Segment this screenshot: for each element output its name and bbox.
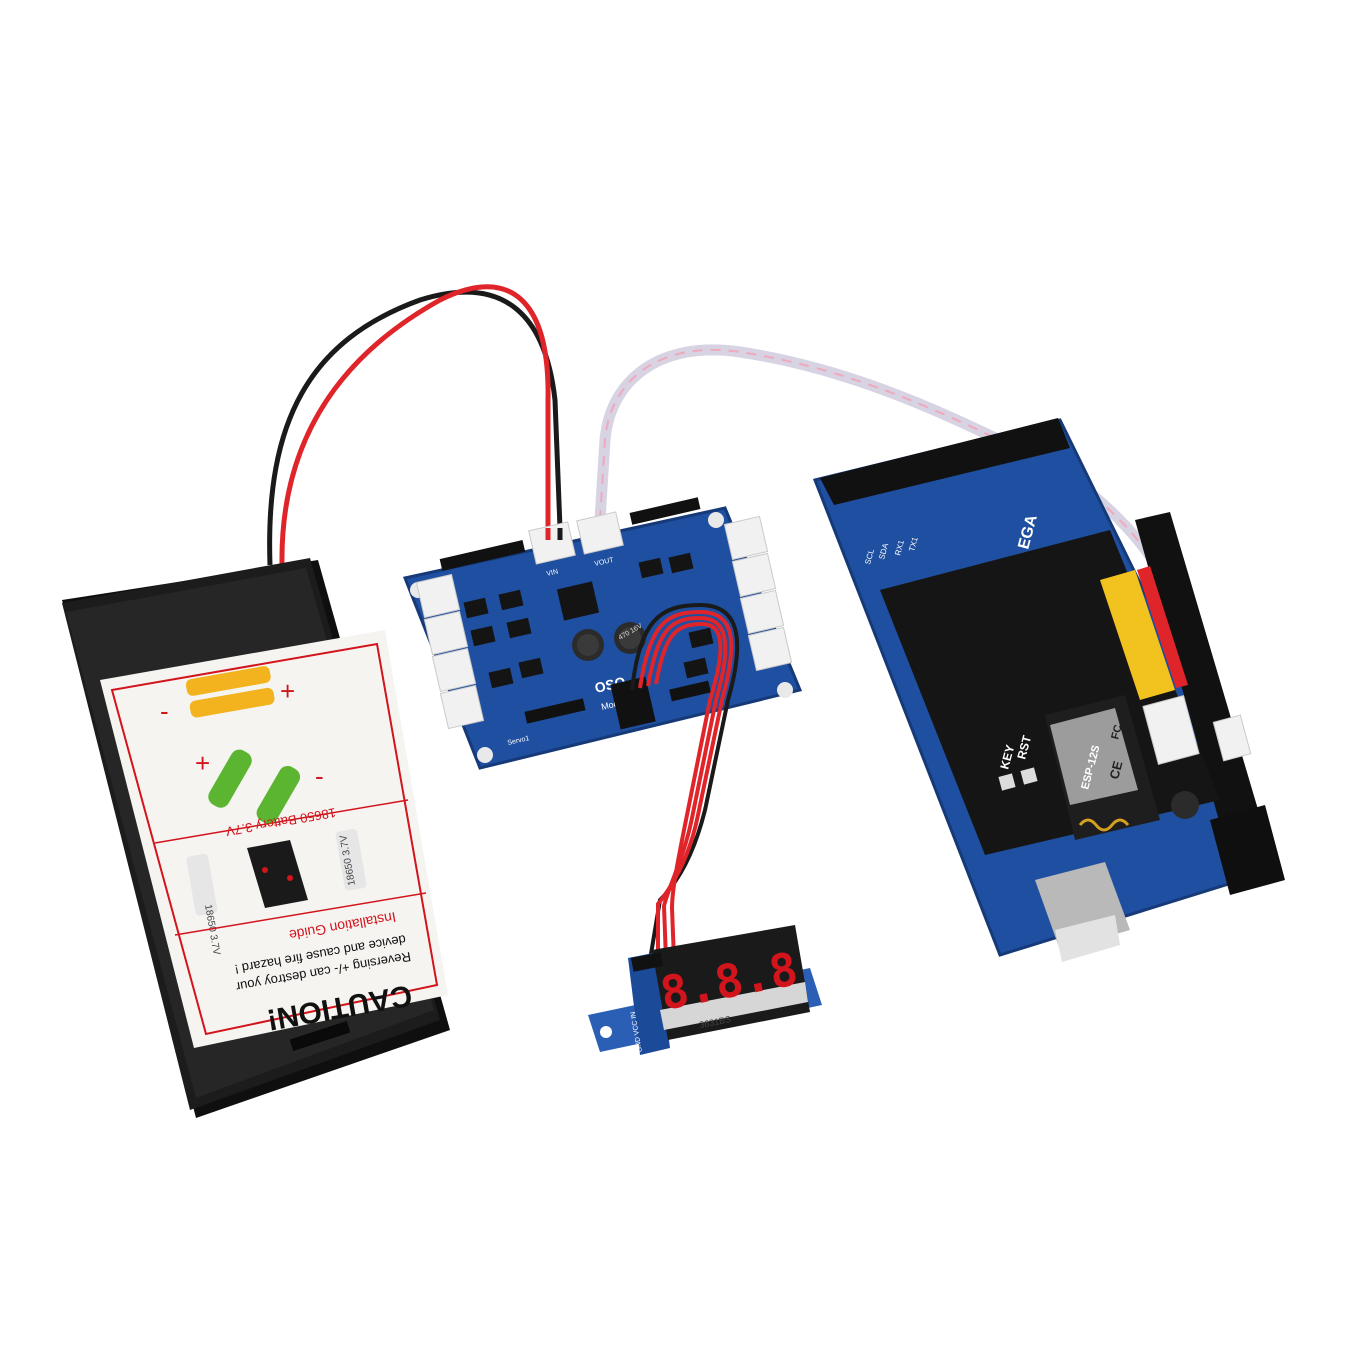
vout-label: VOUT (594, 557, 615, 568)
plus-sign-2: + (195, 748, 210, 778)
minus-sign-2: - (315, 761, 324, 791)
key-label: KEY (997, 743, 1017, 770)
mega-controller-board: ESP-12S CE FC KEY RST EGA SDA SCL RX1 TX… (812, 418, 1285, 962)
voltmeter-module: 8.8.8 3631BS GND VCC IN (588, 925, 822, 1055)
minus-sign: - (160, 696, 169, 726)
servo-driver-board: 470 16V OSO Mode VIN VOUT Servo1 (402, 497, 803, 770)
pin-label-scl: SCL (863, 548, 876, 566)
battery-box: - + + - 18650 Battery 3.7V 18650 3.7V 18… (62, 558, 450, 1118)
fcc-mark: FC (1109, 723, 1124, 740)
board-top-wires (545, 528, 740, 961)
battery-power-wires (267, 284, 563, 566)
pin-label-sda: SDA (877, 542, 890, 561)
pin-label-rx1: RX1 (893, 539, 906, 557)
plus-sign: + (280, 676, 295, 706)
ce-mark: CE (1106, 759, 1125, 781)
rst-label: RST (1014, 733, 1034, 760)
vin-label: VIN (546, 569, 559, 578)
servo-label: Servo1 (507, 735, 530, 747)
pin-label-tx1: TX1 (907, 535, 920, 552)
